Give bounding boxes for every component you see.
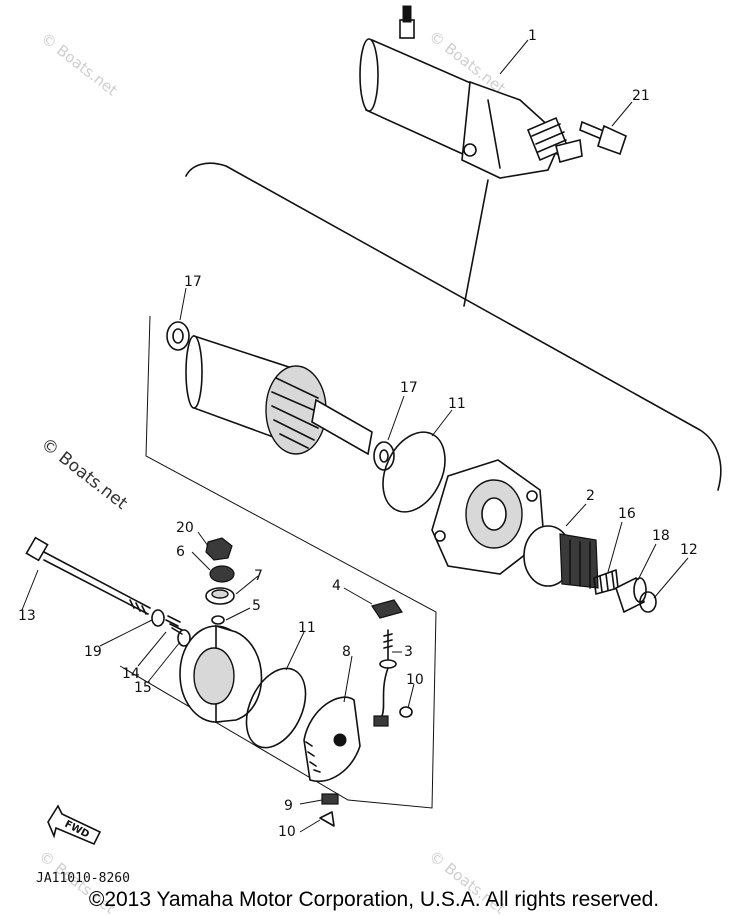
leader-lines — [21, 39, 689, 833]
brush-plate-8 — [303, 696, 361, 783]
clip-10-upper — [399, 706, 413, 718]
callout-19: 19 — [84, 644, 102, 660]
callout-21: 21 — [632, 88, 650, 104]
watermark-mid-left: © Boats.net — [37, 434, 131, 514]
callout-6: 6 — [176, 544, 185, 560]
washer-7 — [205, 587, 235, 605]
through-bolt-13 — [25, 536, 151, 615]
clip-12 — [639, 591, 657, 613]
copyright-notice: ©2013 Yamaha Motor Corporation, U.S.A. A… — [88, 888, 660, 911]
o-ring-11-lower — [245, 667, 307, 749]
terminal-bolt-3 — [373, 629, 397, 727]
o-ring-5 — [211, 615, 225, 625]
callout-3: 3 — [404, 644, 413, 660]
callout-2: 2 — [586, 488, 595, 504]
rear-cover — [179, 624, 263, 723]
o-ring-15 — [177, 629, 191, 647]
collar-18 — [615, 576, 647, 614]
spring-14 — [165, 615, 183, 635]
pinion-gear-2 — [523, 525, 599, 589]
watermark-top-left: © Boats.net — [38, 29, 121, 100]
callout-17-upper: 17 — [184, 274, 202, 290]
clip-10-lower — [319, 811, 335, 827]
callout-12: 12 — [680, 542, 698, 558]
callout-13: 13 — [18, 608, 36, 624]
brush-holder-4 — [371, 599, 403, 619]
washer-6 — [209, 565, 235, 583]
watermark-layer: © Boats.net © Boats.net © Boats.net © Bo… — [36, 27, 509, 916]
o-ring-11-upper — [382, 431, 446, 513]
callout-8: 8 — [342, 644, 351, 660]
bolt-21 — [579, 120, 627, 156]
washer-17-mid — [373, 441, 395, 471]
bracket-stem — [463, 179, 489, 307]
callout-numbers: 1 21 17 17 11 2 16 18 12 20 6 7 5 4 3 13… — [18, 28, 698, 840]
callout-11-lower: 11 — [298, 620, 316, 636]
callout-14: 14 — [122, 666, 140, 682]
callout-5: 5 — [252, 598, 261, 614]
callout-17-mid: 17 — [400, 380, 418, 396]
washer-17-left — [166, 321, 190, 351]
callout-10-lower: 10 — [278, 824, 296, 840]
assembled-starter-motor — [359, 5, 583, 179]
drawing-code: JA11010-8260 — [36, 871, 130, 886]
front-bracket — [431, 459, 545, 575]
callout-16: 16 — [618, 506, 636, 522]
callout-9: 9 — [284, 798, 293, 814]
brush-9 — [321, 793, 339, 805]
callout-11-upper: 11 — [448, 396, 466, 412]
washer-19 — [151, 609, 165, 627]
callout-7: 7 — [254, 568, 263, 584]
armature — [185, 334, 373, 456]
callout-20: 20 — [176, 520, 194, 536]
callout-1: 1 — [528, 28, 537, 44]
fwd-arrow: FWD — [47, 804, 102, 846]
assembly-bracket — [185, 162, 722, 491]
nut-20 — [205, 537, 233, 561]
callout-4: 4 — [332, 578, 341, 594]
callout-15: 15 — [134, 680, 152, 696]
callout-10-upper: 10 — [406, 672, 424, 688]
callout-18: 18 — [652, 528, 670, 544]
